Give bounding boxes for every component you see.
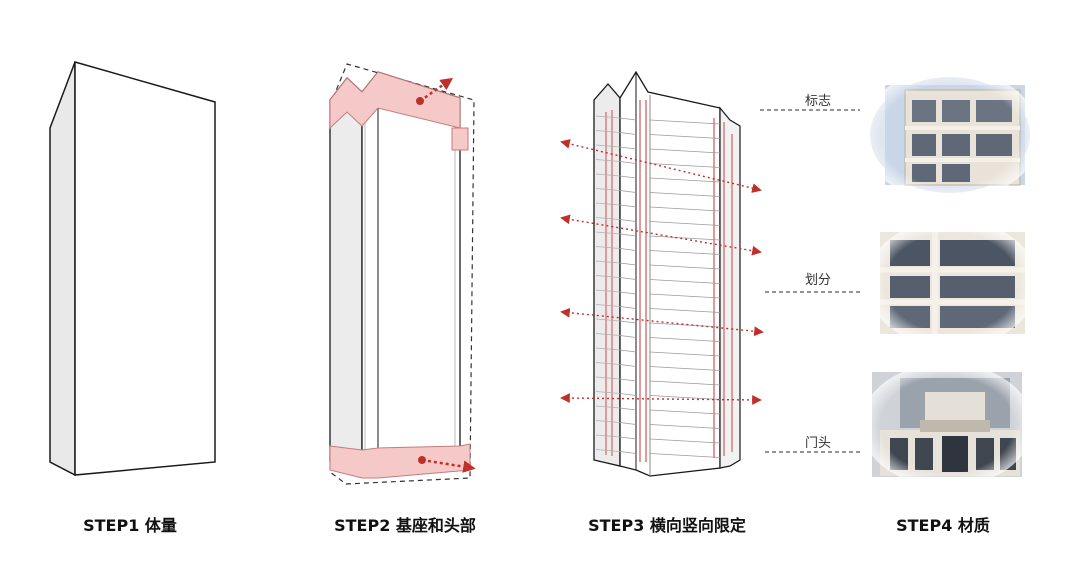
floor-line bbox=[595, 420, 621, 423]
material-label-sign: 标志 bbox=[805, 94, 832, 109]
floor-line bbox=[649, 119, 721, 125]
floor-line bbox=[595, 405, 621, 409]
floor-line bbox=[649, 279, 721, 284]
step2-caption: STEP2 基座和头部 bbox=[334, 516, 476, 535]
floor-line bbox=[595, 115, 621, 119]
step4-materials bbox=[760, 69, 1040, 487]
step3-arrow-1 bbox=[560, 139, 762, 193]
floor-line bbox=[595, 434, 621, 438]
floor-line bbox=[595, 130, 621, 133]
floor-line bbox=[595, 449, 621, 452]
floor-line bbox=[619, 378, 637, 382]
step1-side-face bbox=[49, 61, 76, 477]
floor-line bbox=[649, 453, 721, 458]
floor-line bbox=[595, 362, 621, 365]
step1-massing-block bbox=[49, 61, 216, 477]
step2-front-face bbox=[361, 71, 461, 471]
floor-line bbox=[649, 134, 721, 139]
photo-entrance-detail bbox=[861, 363, 1033, 487]
step2-dashed-envelope bbox=[329, 63, 475, 485]
floor-line bbox=[649, 351, 721, 357]
step2-base-arrow bbox=[421, 458, 476, 473]
floor-line bbox=[649, 438, 721, 444]
floor-line bbox=[649, 366, 721, 371]
floor-line bbox=[619, 117, 637, 121]
step2-left-wing bbox=[329, 77, 363, 471]
photo-division-detail bbox=[866, 219, 1038, 347]
photo-sign-detail bbox=[860, 69, 1040, 201]
floor-line bbox=[595, 304, 621, 307]
floor-line bbox=[595, 260, 621, 264]
floor-line bbox=[619, 262, 637, 266]
step2-base-top-block bbox=[329, 63, 476, 485]
floor-line bbox=[619, 291, 637, 295]
floor-line bbox=[619, 451, 637, 454]
floor-line bbox=[619, 277, 637, 280]
step1-front-face bbox=[74, 61, 216, 476]
material-label-division: 划分 bbox=[805, 273, 832, 288]
floor-line bbox=[649, 409, 721, 415]
step3-arrow-4 bbox=[560, 393, 762, 405]
floor-line bbox=[619, 132, 637, 135]
floor-line bbox=[595, 289, 621, 293]
floor-line bbox=[649, 337, 721, 342]
floor-line bbox=[649, 293, 721, 299]
floor-line bbox=[619, 422, 637, 425]
step1-caption: STEP1 体量 bbox=[83, 516, 177, 535]
floor-line bbox=[649, 264, 721, 270]
floor-line bbox=[595, 376, 621, 380]
floor-line bbox=[619, 204, 637, 208]
material-label-entrance: 门头 bbox=[805, 436, 832, 451]
floor-line bbox=[595, 202, 621, 206]
step3-facade-divisions bbox=[560, 70, 764, 477]
floor-line bbox=[619, 436, 637, 440]
step2-base-highlight bbox=[329, 443, 471, 479]
step3-arrow-2 bbox=[560, 214, 762, 256]
step2-top-arrow bbox=[419, 77, 454, 103]
floor-line bbox=[619, 349, 637, 353]
floor-line bbox=[619, 364, 637, 367]
step3-caption: STEP3 横向竖向限定 bbox=[588, 516, 746, 535]
floor-line bbox=[649, 206, 721, 212]
floor-line bbox=[595, 275, 621, 278]
floor-line bbox=[649, 380, 721, 386]
floor-line bbox=[649, 424, 721, 429]
step3-arrow-3 bbox=[560, 307, 764, 337]
floor-line bbox=[595, 391, 621, 394]
floor-line bbox=[649, 192, 721, 197]
step4-caption: STEP4 材质 bbox=[896, 516, 990, 535]
floor-line bbox=[595, 347, 621, 351]
floor-line bbox=[619, 407, 637, 411]
